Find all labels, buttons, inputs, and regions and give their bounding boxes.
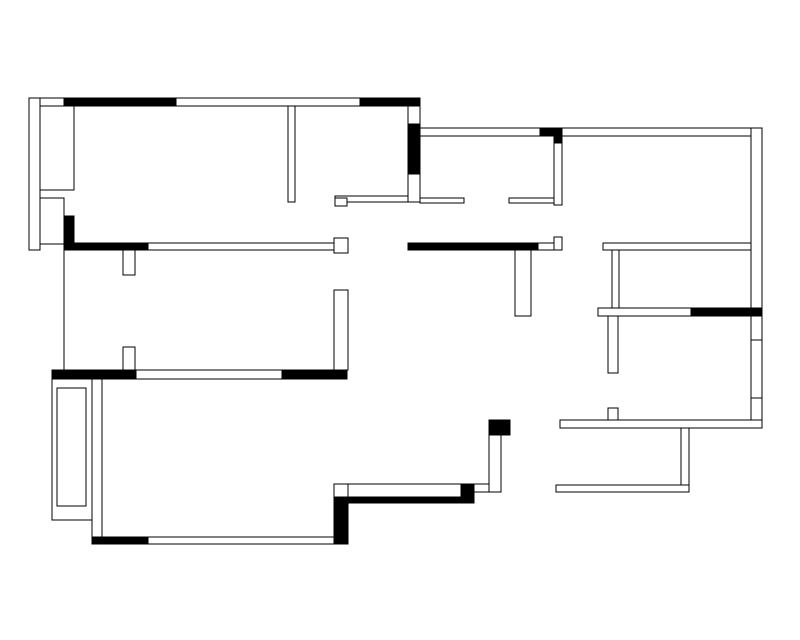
- top-window-left: [63, 97, 177, 107]
- top-window-right: [359, 97, 421, 107]
- right-rooms: [555, 127, 763, 493]
- living-left-inner: [91, 378, 103, 538]
- living-bottom-corner: [333, 496, 349, 545]
- right-room-door-post: [607, 407, 619, 421]
- top-middle-room: [419, 127, 763, 206]
- upper-window: [539, 127, 563, 137]
- living-right-wall: [333, 289, 349, 371]
- corridor-post-upper: [122, 249, 136, 276]
- upper-corridor-wall: [419, 127, 763, 137]
- living-cabinet: [56, 387, 87, 507]
- right-room-door-jamb: [607, 315, 619, 374]
- central-column: [514, 249, 532, 317]
- balcony-bottom-wall: [555, 484, 690, 493]
- bedroom-door-jamb: [334, 197, 348, 207]
- left-wardrobe: [39, 105, 75, 191]
- central-wall-cap: [553, 236, 563, 251]
- living-step-window-end: [460, 483, 475, 504]
- living-step-wall: [333, 483, 349, 498]
- corridor-post-lower: [122, 346, 136, 371]
- entry-post: [488, 429, 502, 493]
- central-wall: [407, 242, 539, 251]
- living-step-top: [347, 483, 475, 498]
- central-wall-end: [537, 242, 555, 251]
- right-window-frame: [750, 339, 763, 399]
- left-exterior-wall: [28, 97, 41, 251]
- living-top-window-right: [281, 369, 348, 380]
- living-step-window: [347, 496, 475, 504]
- central-walls: [63, 236, 563, 371]
- bathroom-right-wall: [553, 142, 563, 206]
- corridor-column: [333, 237, 349, 254]
- bedroom-bottom-window: [63, 242, 149, 251]
- living-bottom-window: [91, 536, 149, 545]
- top-left-room: [28, 97, 421, 254]
- right-room-divider: [602, 242, 752, 251]
- living-top-window-left: [51, 369, 137, 380]
- left-closet: [39, 197, 65, 245]
- bedroom-right-window: [407, 123, 421, 175]
- right-room-inner-wall: [611, 249, 620, 309]
- right-window: [690, 307, 763, 317]
- left-window-segment: [63, 215, 75, 247]
- bathroom-door-left: [419, 197, 465, 204]
- entry-post-cap: [488, 419, 511, 436]
- bedroom-partition: [287, 105, 296, 203]
- upper-window-return: [553, 135, 563, 144]
- right-room-base-wall: [559, 419, 763, 429]
- bottom-left-room: [51, 369, 511, 545]
- balcony-right-wall: [680, 427, 690, 486]
- bathroom-door-right: [508, 197, 555, 204]
